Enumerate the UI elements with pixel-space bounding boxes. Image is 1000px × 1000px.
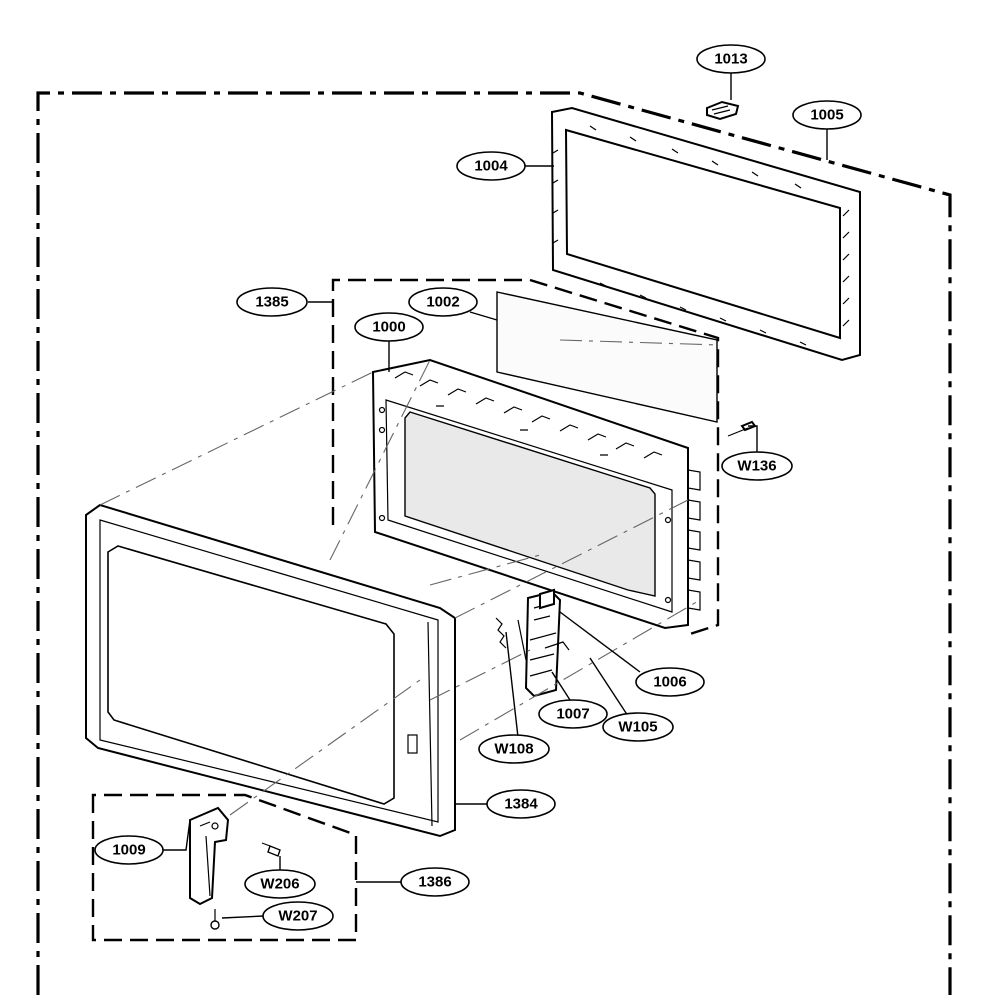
part-cover-sheet: [496, 291, 718, 423]
svg-text:W207: W207: [278, 908, 317, 925]
leader-lines: [148, 72, 828, 919]
part-spring-w108: [495, 617, 507, 649]
callout-w206: W206: [244, 869, 316, 899]
svg-text:W136: W136: [737, 458, 776, 475]
part-clip-1013: [706, 100, 740, 121]
callout-w108: W108: [478, 734, 550, 764]
callout-1005: 1005: [792, 100, 862, 130]
svg-text:1000: 1000: [372, 319, 405, 336]
callout-1007: 1007: [538, 699, 608, 729]
part-door-frame: [550, 106, 861, 362]
svg-text:1007: 1007: [556, 706, 589, 723]
callout-1000: 1000: [354, 312, 424, 342]
callout-1002: 1002: [408, 287, 478, 317]
callout-1009: 1009: [94, 835, 164, 865]
svg-text:1385: 1385: [255, 294, 288, 311]
group-box-1386: [91, 793, 358, 942]
part-screw-w207: [210, 909, 220, 930]
svg-text:W105: W105: [618, 719, 657, 736]
part-latch-mechanism: [517, 588, 570, 698]
part-handle: [189, 806, 230, 906]
svg-text:1002: 1002: [426, 294, 459, 311]
svg-text:1005: 1005: [810, 107, 843, 124]
callout-1013: 1013: [696, 44, 766, 74]
svg-text:W206: W206: [260, 876, 299, 893]
svg-text:1006: 1006: [653, 674, 686, 691]
callout-w207: W207: [262, 901, 334, 931]
callout-1006: 1006: [635, 667, 705, 697]
svg-text:W108: W108: [494, 741, 533, 758]
callout-1386: 1386: [400, 867, 470, 897]
callout-1385: 1385: [236, 287, 308, 317]
svg-text:1013: 1013: [714, 51, 747, 68]
part-door-front: [85, 503, 456, 838]
callout-w105: W105: [602, 712, 674, 742]
part-door-inner: [371, 358, 701, 630]
svg-text:1009: 1009: [112, 842, 145, 859]
part-screw-w206: [261, 842, 281, 857]
svg-text:1384: 1384: [504, 796, 538, 813]
svg-text:1386: 1386: [418, 874, 451, 891]
alignment-lines: [99, 339, 721, 816]
svg-text:1004: 1004: [474, 158, 508, 175]
assembly-boundary: [36, 91, 952, 995]
callout-1384: 1384: [486, 789, 556, 819]
callout-1004: 1004: [456, 151, 526, 181]
part-screw-w136: [727, 420, 757, 437]
callout-w136: W136: [721, 451, 793, 481]
